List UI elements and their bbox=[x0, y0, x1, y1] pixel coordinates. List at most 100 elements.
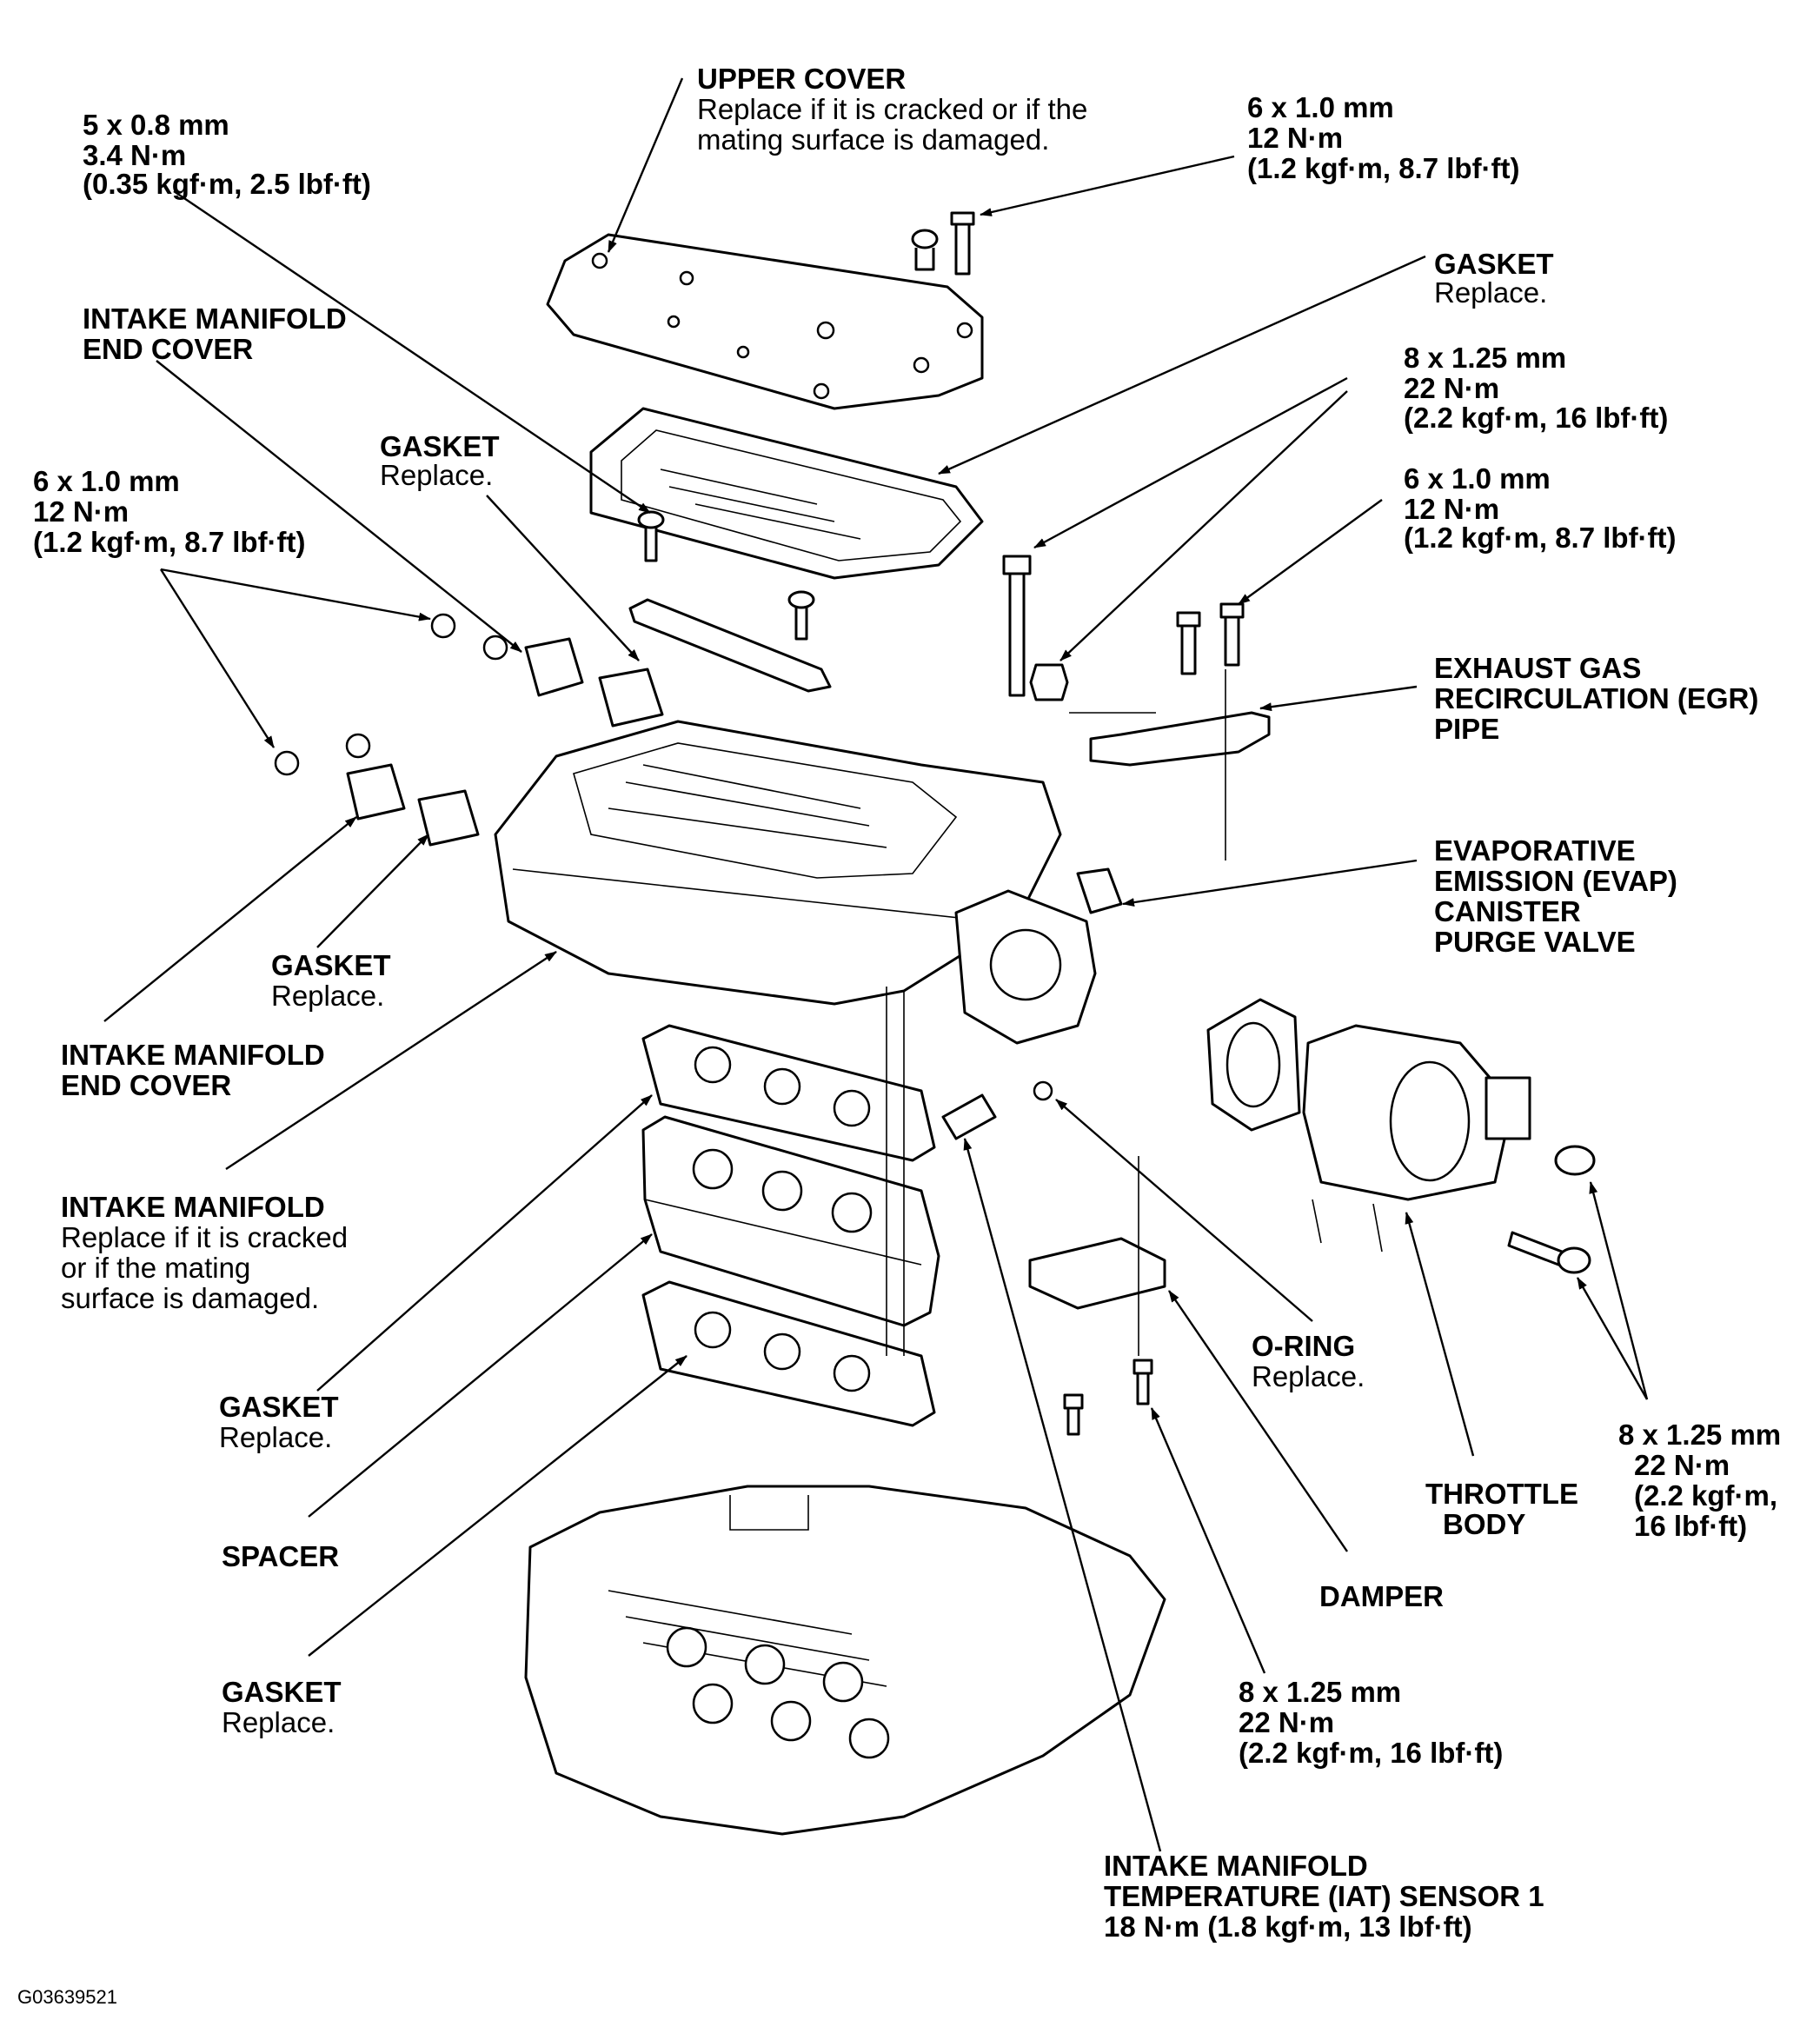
throttle-body-line2: BODY bbox=[1443, 1508, 1525, 1540]
intake-manifold-line3: surface is damaged. bbox=[61, 1282, 319, 1314]
end-cover-top-line1: INTAKE MANIFOLD bbox=[83, 302, 347, 335]
bolt-6x10-top-alt: (1.2 kgf·m, 8.7 lbf·ft) bbox=[1247, 152, 1520, 184]
label-bolt-8x125-right: 8 x 1.25 mm 22 N·m (2.2 kgf·m, 16 lbf·ft… bbox=[1618, 1419, 1781, 1542]
bolt-6x10-top-torque: 12 N·m bbox=[1247, 122, 1343, 154]
bolt-8x125-right-alt2: 16 lbf·ft) bbox=[1634, 1510, 1747, 1542]
gasket-mid-note: Replace. bbox=[380, 459, 493, 491]
evap-valve-part bbox=[1076, 867, 1123, 914]
damper-title: DAMPER bbox=[1319, 1580, 1444, 1612]
right-bolts-part bbox=[1507, 1145, 1596, 1274]
label-end-cover-top: INTAKE MANIFOLD END COVER bbox=[83, 302, 347, 365]
bolt-6x10-left-alt: (1.2 kgf·m, 8.7 lbf·ft) bbox=[33, 526, 306, 558]
gasket-mid-title: GASKET bbox=[380, 430, 500, 462]
gasket-end-note: Replace. bbox=[271, 980, 384, 1012]
rail-bracket-part bbox=[628, 598, 832, 693]
bolt-8x125-right-size: 8 x 1.25 mm bbox=[1618, 1419, 1781, 1451]
evap-line2: EMISSION (EVAP) bbox=[1434, 865, 1677, 897]
label-spacer: SPACER bbox=[222, 1540, 339, 1572]
bolt-8x125-bottom-torque: 22 N·m bbox=[1239, 1706, 1334, 1738]
end-cover-bottom-line2: END COVER bbox=[61, 1069, 231, 1101]
label-end-cover-bottom: INTAKE MANIFOLD END COVER bbox=[61, 1039, 325, 1101]
evap-line1: EVAPORATIVE bbox=[1434, 834, 1636, 867]
bolt-6x10-left-torque: 12 N·m bbox=[33, 495, 129, 528]
bolt-8x125-right-alt1: (2.2 kgf·m, bbox=[1634, 1479, 1777, 1512]
label-upper-cover: UPPER COVER Replace if it is cracked or … bbox=[697, 63, 1087, 156]
upper-gasket-part bbox=[589, 407, 984, 580]
intake-manifold-line2: or if the mating bbox=[61, 1252, 250, 1284]
gasket-upper-title: GASKET bbox=[1434, 248, 1554, 280]
gasket-upper-note: Replace. bbox=[1434, 276, 1547, 309]
engine-block-part bbox=[524, 1485, 1166, 1836]
intake-manifold-title: INTAKE MANIFOLD bbox=[61, 1191, 325, 1223]
iat-sensor-line2: TEMPERATURE (IAT) SENSOR 1 bbox=[1104, 1880, 1544, 1912]
tb-gasket-part bbox=[1206, 998, 1301, 1132]
top-bolts-part bbox=[911, 211, 975, 276]
egr-pipe-part bbox=[1089, 711, 1271, 767]
lower-gaskets-and-spacer bbox=[641, 1024, 940, 1427]
label-bolt-6x10-left: 6 x 1.0 mm 12 N·m (1.2 kgf·m, 8.7 lbf·ft… bbox=[33, 465, 306, 558]
label-gasket-low1: GASKET Replace. bbox=[219, 1391, 339, 1453]
upper-cover-part bbox=[546, 233, 984, 410]
egr-pipe-line1: EXHAUST GAS bbox=[1434, 652, 1641, 684]
throttle-body-line1: THROTTLE bbox=[1425, 1478, 1578, 1510]
bolt-8x125-right-torque: 22 N·m bbox=[1634, 1449, 1730, 1481]
iat-sensor-part bbox=[941, 1080, 1053, 1140]
label-bolt-6x10-right: 6 x 1.0 mm 12 N·m (1.2 kgf·m, 8.7 lbf·ft… bbox=[1404, 462, 1677, 554]
alignment-lines bbox=[886, 669, 1226, 1356]
label-throttle-body: THROTTLE BODY bbox=[1425, 1478, 1578, 1540]
gasket-low1-note: Replace. bbox=[219, 1421, 332, 1453]
end-cover-bottom-line1: INTAKE MANIFOLD bbox=[61, 1039, 325, 1071]
end-cover-plates bbox=[274, 613, 664, 847]
throttle-plate-part bbox=[954, 889, 1097, 1045]
iat-sensor-line1: INTAKE MANIFOLD bbox=[1104, 1850, 1368, 1882]
throttle-body-part bbox=[1302, 1024, 1531, 1253]
label-intake-manifold: INTAKE MANIFOLD Replace if it is cracked… bbox=[61, 1191, 348, 1314]
end-cover-top-line2: END COVER bbox=[83, 333, 253, 365]
bolt-6x10-right-size: 6 x 1.0 mm bbox=[1404, 462, 1551, 495]
label-gasket-end: GASKET Replace. bbox=[271, 949, 391, 1012]
label-gasket-low2: GASKET Replace. bbox=[222, 1676, 342, 1738]
leader-lines bbox=[103, 77, 1649, 1852]
oring-note: Replace. bbox=[1252, 1360, 1365, 1392]
evap-line3: CANISTER bbox=[1434, 895, 1581, 927]
bolt-8x125-top-torque: 22 N·m bbox=[1404, 372, 1499, 404]
bolt-5x08-torque: 3.4 N·m bbox=[83, 139, 186, 171]
damper-part bbox=[1028, 1237, 1166, 1436]
upper-cover-line1: Replace if it is cracked or if the bbox=[697, 93, 1087, 125]
figure-code: G03639521 bbox=[17, 1986, 117, 2008]
label-evap: EVAPORATIVE EMISSION (EVAP) CANISTER PUR… bbox=[1434, 834, 1677, 958]
bolt-8x125-top-size: 8 x 1.25 mm bbox=[1404, 342, 1566, 374]
egr-pipe-line3: PIPE bbox=[1434, 713, 1499, 745]
label-egr-pipe: EXHAUST GAS RECIRCULATION (EGR) PIPE bbox=[1434, 652, 1758, 745]
label-bolt-6x10-top: 6 x 1.0 mm 12 N·m (1.2 kgf·m, 8.7 lbf·ft… bbox=[1247, 91, 1520, 184]
bolt-6x10-right-alt: (1.2 kgf·m, 8.7 lbf·ft) bbox=[1404, 522, 1677, 554]
oring-title: O-RING bbox=[1252, 1330, 1355, 1362]
upper-cover-line2: mating surface is damaged. bbox=[697, 123, 1049, 156]
intake-manifold-line1: Replace if it is cracked bbox=[61, 1221, 348, 1253]
evap-line4: PURGE VALVE bbox=[1434, 926, 1636, 958]
label-bolt-8x125-bottom: 8 x 1.25 mm 22 N·m (2.2 kgf·m, 16 lbf·ft… bbox=[1239, 1676, 1503, 1769]
bolt-8x125-bottom-size: 8 x 1.25 mm bbox=[1239, 1676, 1401, 1708]
spacer-title: SPACER bbox=[222, 1540, 339, 1572]
long-bolt-and-nut bbox=[1002, 555, 1245, 701]
gasket-low2-title: GASKET bbox=[222, 1676, 342, 1708]
upper-cover-title: UPPER COVER bbox=[697, 63, 906, 95]
gasket-end-title: GASKET bbox=[271, 949, 391, 981]
gasket-low2-note: Replace. bbox=[222, 1706, 335, 1738]
label-bolt-8x125-top: 8 x 1.25 mm 22 N·m (2.2 kgf·m, 16 lbf·ft… bbox=[1404, 342, 1668, 434]
bolt-6x10-right-torque: 12 N·m bbox=[1404, 493, 1499, 525]
bolt-8x125-top-alt: (2.2 kgf·m, 16 lbf·ft) bbox=[1404, 402, 1668, 434]
bolt-6x10-top-size: 6 x 1.0 mm bbox=[1247, 91, 1394, 123]
label-iat-sensor: INTAKE MANIFOLD TEMPERATURE (IAT) SENSOR… bbox=[1104, 1850, 1544, 1943]
bolt-5x08-alt: (0.35 kgf·m, 2.5 lbf·ft) bbox=[83, 168, 371, 200]
bolt-6x10-left-size: 6 x 1.0 mm bbox=[33, 465, 180, 497]
label-oring: O-RING Replace. bbox=[1252, 1330, 1365, 1392]
label-bolt-5x08: 5 x 0.8 mm 3.4 N·m (0.35 kgf·m, 2.5 lbf·… bbox=[83, 109, 371, 200]
bolt-5x08-size: 5 x 0.8 mm bbox=[83, 109, 229, 141]
label-gasket-mid: GASKET Replace. bbox=[380, 430, 500, 491]
label-damper: DAMPER bbox=[1319, 1580, 1444, 1612]
egr-pipe-line2: RECIRCULATION (EGR) bbox=[1434, 682, 1758, 714]
iat-sensor-line3: 18 N·m (1.8 kgf·m, 13 lbf·ft) bbox=[1104, 1910, 1472, 1943]
gasket-low1-title: GASKET bbox=[219, 1391, 339, 1423]
